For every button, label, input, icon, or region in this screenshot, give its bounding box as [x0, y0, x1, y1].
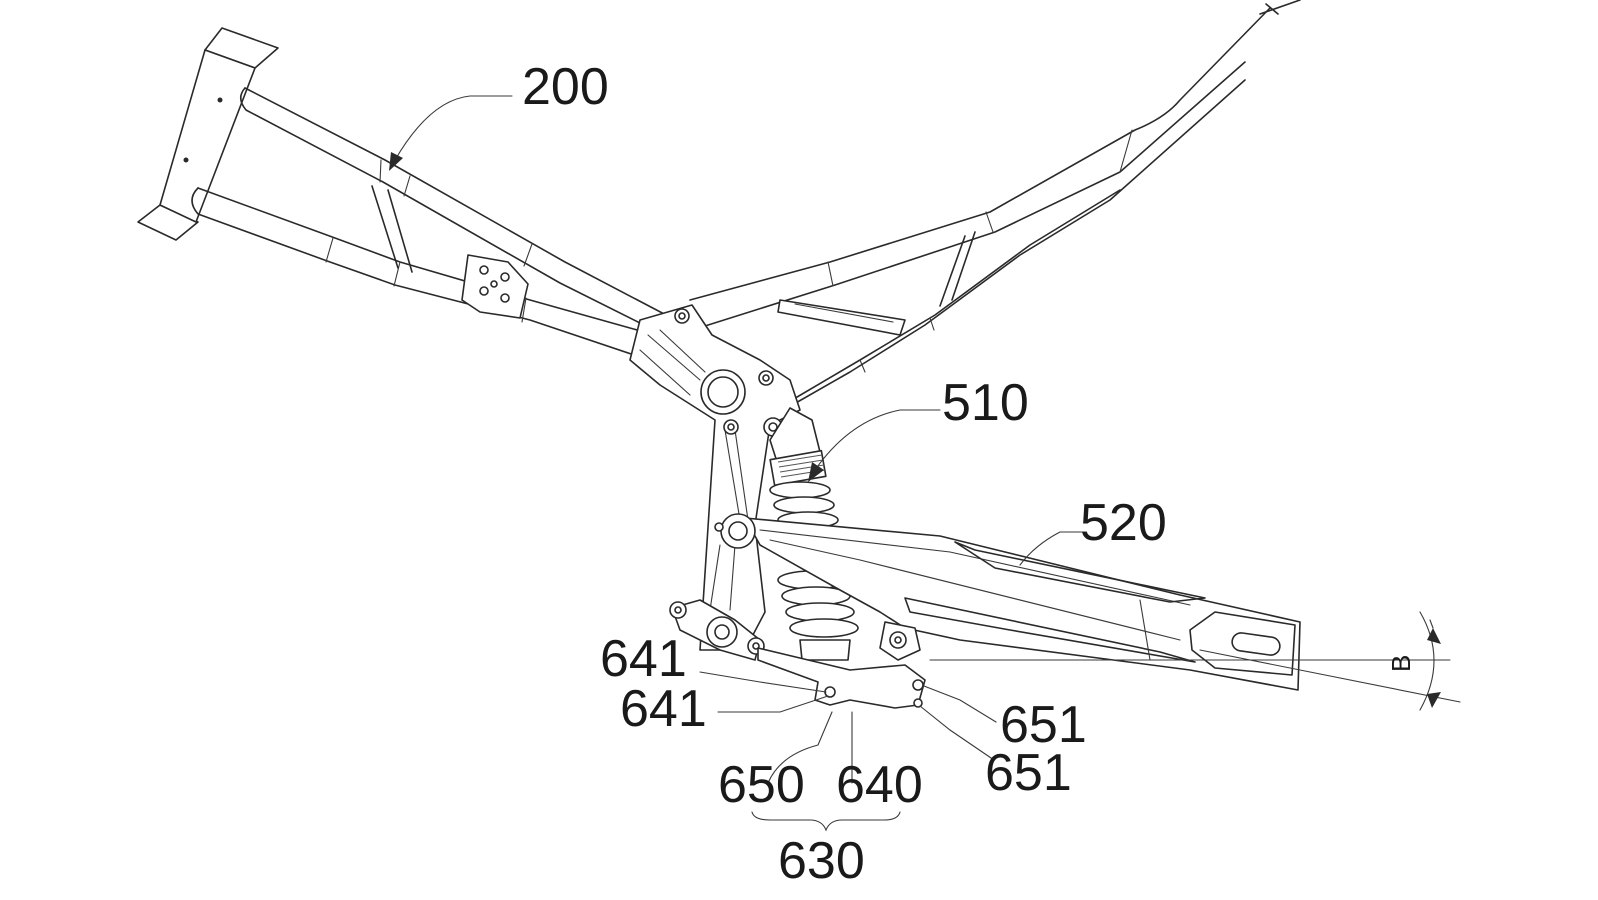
cross-braces: [371, 185, 413, 273]
central-casting: [629, 304, 801, 651]
label-520: 520: [1080, 494, 1167, 552]
label-641-lower: 641: [620, 680, 707, 738]
label-650: 650: [718, 756, 805, 814]
upper-main-tube: [239, 87, 669, 329]
reference-labels: 200 510 520 641 641 651 651 650 640 630 …: [522, 58, 1416, 890]
swingarm: [714, 513, 1301, 691]
rear-subframe: [689, 0, 1301, 327]
lower-main-tube: [191, 187, 649, 358]
battery-bracket: [777, 299, 906, 336]
gusset-plate: [461, 254, 529, 319]
rear-stay: [779, 79, 1246, 413]
label-510: 510: [942, 374, 1029, 432]
leader-lines: [389, 95, 1086, 832]
angle-dimension: [929, 611, 1461, 711]
label-651-upper: 651: [1000, 696, 1087, 754]
label-640: 640: [836, 756, 923, 814]
label-651-lower: 651: [985, 744, 1072, 802]
head-tube: [137, 27, 279, 241]
label-630: 630: [778, 832, 865, 890]
label-200: 200: [522, 58, 609, 116]
label-641-upper: 641: [600, 630, 687, 688]
linkage-assembly: [669, 599, 926, 709]
label-angle-b: B: [1386, 655, 1416, 672]
